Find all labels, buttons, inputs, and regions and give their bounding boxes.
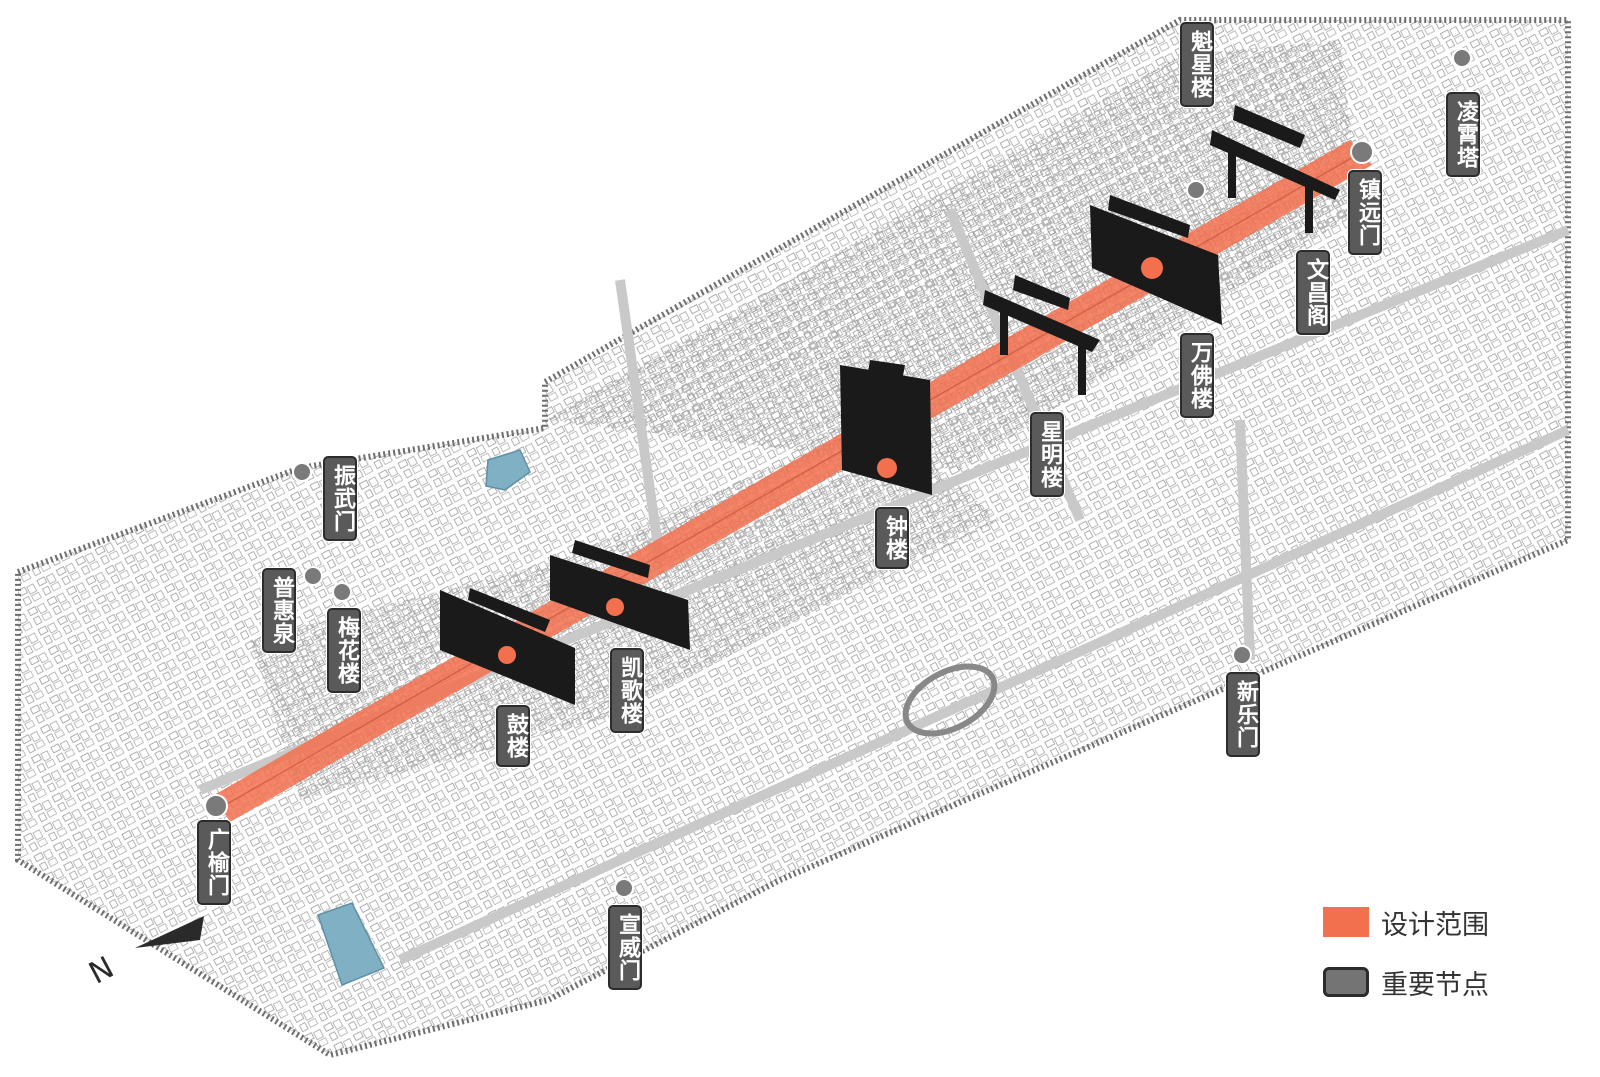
- xingminglou-building-icon: [983, 275, 1100, 395]
- legend-design-range-label: 设计范围: [1381, 909, 1489, 941]
- label-xinlemen: 新乐门: [1226, 672, 1260, 757]
- node-dot-guangyumen: [204, 794, 228, 818]
- label-kaigelou: 凯歌楼: [610, 648, 644, 733]
- sports-track: [902, 663, 998, 737]
- label-meihualou: 梅花楼: [327, 608, 361, 693]
- pond-south: [317, 902, 386, 986]
- legend-key-nodes: 重要节点: [1323, 960, 1489, 1004]
- node-dot-puhuiquan: [303, 566, 323, 586]
- node-dot-meihualou: [332, 582, 352, 602]
- label-gulou: 鼓楼: [496, 705, 530, 767]
- pond-north: [485, 449, 531, 491]
- node-dot-zhenwumen: [292, 462, 312, 482]
- wanfolou-building-icon: [1090, 195, 1222, 325]
- label-zhenwumen: 振武门: [323, 456, 357, 541]
- key-node-swatch: [1323, 967, 1369, 997]
- legend-design-range: 设计范围: [1323, 900, 1489, 944]
- label-wenchangge: 文昌阁: [1296, 250, 1330, 335]
- zhonglou-building-icon: [840, 360, 932, 495]
- wenchangge-building-icon: [1210, 105, 1340, 233]
- node-dot-kuixinglou: [1186, 180, 1206, 200]
- label-kuixinglou: 魁星楼: [1180, 22, 1214, 107]
- map-legend: 设计范围 重要节点: [1323, 900, 1489, 1020]
- north-arrow-icon: N: [83, 916, 204, 992]
- label-xingminglou: 星明楼: [1030, 412, 1064, 497]
- node-dot-xinlemen: [1232, 645, 1252, 665]
- legend-key-nodes-label: 重要节点: [1381, 969, 1489, 1001]
- node-dot-xuanweimen: [614, 878, 634, 898]
- label-wanfolou: 万佛楼: [1180, 333, 1214, 418]
- design-range-swatch: [1323, 907, 1369, 937]
- label-guangyumen: 广榆门: [197, 820, 231, 905]
- label-puhuiquan: 普惠泉: [262, 568, 296, 653]
- label-lingxiaota: 凌霄塔: [1446, 92, 1480, 177]
- north-letter: N: [83, 950, 119, 991]
- node-dots: [204, 48, 1472, 898]
- label-zhonglou: 钟楼: [875, 507, 909, 569]
- node-dot-zhenyuanmen: [1350, 140, 1374, 164]
- kaigelou-building-icon: [550, 540, 690, 650]
- gulou-building-icon: [440, 588, 575, 705]
- label-xuanweimen: 宣威门: [608, 905, 642, 990]
- label-zhenyuanmen: 镇远门: [1348, 170, 1382, 255]
- node-dot-lingxiaota: [1452, 48, 1472, 68]
